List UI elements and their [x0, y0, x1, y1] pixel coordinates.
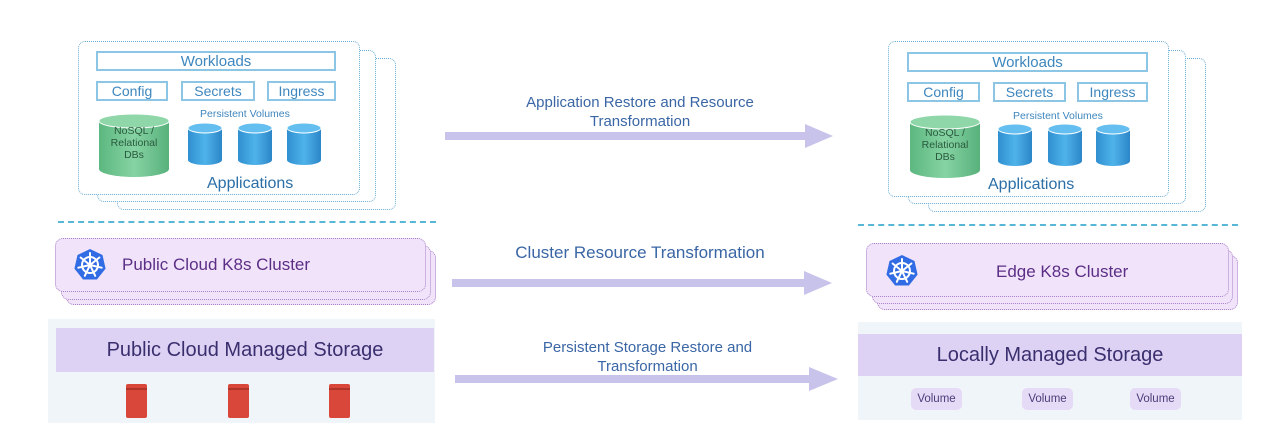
disk-icon — [126, 384, 147, 418]
app-restore-label: Application Restore and Resource Transfo… — [526, 94, 754, 130]
volume-cylinder-icon — [1047, 123, 1083, 166]
cluster-transform-arrow — [452, 271, 832, 295]
config-box: Config — [96, 81, 168, 101]
ingress-box: Ingress — [267, 81, 336, 101]
db-cylinder-icon — [98, 113, 170, 177]
volume-cylinder-icon — [997, 123, 1033, 166]
disk-icon — [228, 384, 249, 418]
volume-chip: Volume — [1130, 388, 1181, 410]
volume-chip: Volume — [1022, 388, 1073, 410]
kubernetes-icon — [74, 249, 106, 280]
volume-chip: Volume — [911, 388, 962, 410]
target-cluster-label: Edge K8s Cluster — [996, 262, 1129, 281]
layer-separator — [58, 221, 436, 223]
db-cylinder-icon — [909, 114, 981, 178]
volume-cylinder-icon — [187, 122, 223, 165]
ingress-box: Ingress — [1077, 82, 1148, 102]
cluster-card-front — [866, 243, 1229, 297]
secrets-box: Secrets — [993, 82, 1066, 102]
persistent-volumes-label: Persistent Volumes — [200, 108, 290, 120]
workloads-box: Workloads — [96, 51, 336, 71]
layer-separator — [858, 224, 1238, 226]
volume-cylinder-icon — [237, 122, 273, 165]
source-storage-label: Public Cloud Managed Storage — [56, 328, 434, 372]
storage-restore-arrow — [455, 367, 838, 391]
config-box: Config — [907, 82, 980, 102]
disk-icon — [329, 384, 350, 418]
kubernetes-icon — [886, 255, 918, 286]
persistent-volumes-label: Persistent Volumes — [1013, 110, 1103, 122]
db-label: NoSQL / Relational DBs — [921, 127, 969, 163]
volume-cylinder-icon — [286, 122, 322, 165]
source-cluster-label: Public Cloud K8s Cluster — [122, 255, 311, 274]
storage-restore-label: Persistent Storage Restore and Transform… — [542, 339, 753, 375]
applications-label: Applications — [207, 175, 294, 192]
db-label: NoSQL / Relational DBs — [110, 125, 158, 161]
workloads-box: Workloads — [907, 52, 1148, 72]
volume-cylinder-icon — [1095, 123, 1131, 166]
cluster-card-front — [55, 238, 426, 292]
target-storage-label: Locally Managed Storage — [858, 334, 1242, 376]
cluster-transform-label: Cluster Resource Transformation — [515, 243, 765, 262]
app-restore-arrow — [445, 124, 833, 148]
applications-label: Applications — [988, 176, 1075, 193]
secrets-box: Secrets — [181, 81, 255, 101]
